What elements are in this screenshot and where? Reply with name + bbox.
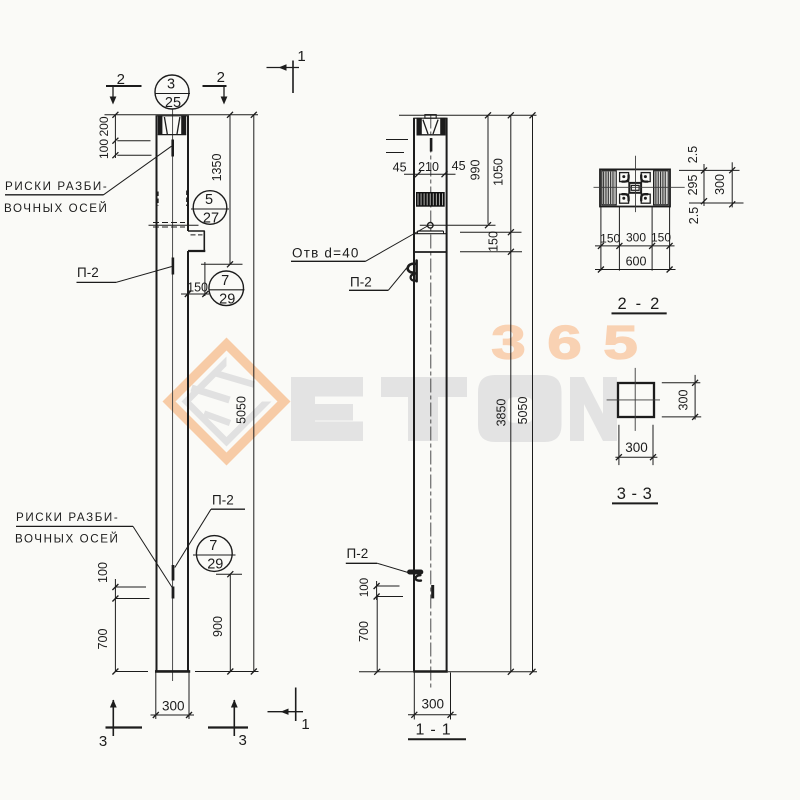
svg-text:5: 5 (205, 192, 213, 208)
svg-text:3: 3 (491, 316, 526, 369)
svg-text:Отв d=40: Отв d=40 (292, 246, 360, 261)
svg-text:300: 300 (422, 697, 445, 712)
svg-text:150: 150 (651, 231, 671, 245)
svg-text:1050: 1050 (492, 158, 506, 186)
svg-text:990: 990 (469, 160, 483, 181)
svg-text:5: 5 (603, 316, 638, 369)
svg-text:100: 100 (96, 562, 110, 583)
svg-text:300: 300 (162, 699, 185, 714)
svg-text:300: 300 (626, 230, 646, 244)
svg-text:3: 3 (239, 732, 247, 749)
svg-text:П-2: П-2 (212, 493, 234, 508)
svg-text:П-2: П-2 (347, 546, 369, 561)
svg-text:5050: 5050 (235, 396, 249, 424)
svg-text:ВОЧНЫХ ОСЕЙ: ВОЧНЫХ ОСЕЙ (4, 202, 109, 215)
svg-text:300: 300 (713, 174, 727, 195)
svg-text:5050: 5050 (516, 397, 530, 425)
svg-text:600: 600 (626, 255, 647, 269)
svg-text:1: 1 (301, 716, 309, 733)
svg-text:РИСКИ РАЗБИ-: РИСКИ РАЗБИ- (5, 180, 108, 193)
svg-text:7: 7 (209, 538, 217, 554)
svg-text:2.5: 2.5 (687, 207, 701, 224)
svg-text:100: 100 (97, 139, 111, 159)
svg-text:2 - 2: 2 - 2 (617, 295, 661, 313)
svg-text:295: 295 (686, 175, 700, 196)
svg-text:210: 210 (418, 160, 439, 174)
svg-text:150: 150 (600, 231, 620, 245)
svg-text:29: 29 (207, 557, 223, 573)
svg-text:27: 27 (203, 211, 219, 227)
svg-text:1350: 1350 (210, 154, 224, 182)
svg-text:РИСКИ РАЗБИ-: РИСКИ РАЗБИ- (16, 511, 119, 524)
svg-text:1 - 1: 1 - 1 (415, 722, 451, 739)
svg-text:2: 2 (217, 69, 225, 86)
svg-text:100: 100 (359, 578, 371, 597)
svg-text:П-2: П-2 (77, 265, 99, 280)
svg-text:300: 300 (677, 390, 691, 411)
svg-text:300: 300 (625, 440, 648, 455)
svg-text:2: 2 (117, 71, 125, 88)
svg-text:3: 3 (99, 733, 107, 750)
svg-text:2.5: 2.5 (686, 146, 700, 163)
svg-text:150: 150 (487, 231, 501, 252)
svg-text:700: 700 (357, 621, 371, 642)
svg-text:П-2: П-2 (350, 275, 372, 290)
svg-text:3 - 3: 3 - 3 (617, 485, 653, 503)
svg-text:45: 45 (393, 161, 407, 175)
svg-text:1: 1 (297, 48, 305, 65)
svg-text:150: 150 (187, 281, 208, 295)
svg-text:ВОЧНЫХ ОСЕЙ: ВОЧНЫХ ОСЕЙ (15, 533, 120, 546)
svg-text:6: 6 (547, 316, 582, 369)
svg-text:3: 3 (167, 77, 175, 93)
svg-text:25: 25 (165, 95, 181, 111)
svg-text:200: 200 (97, 116, 111, 136)
svg-text:7: 7 (221, 273, 229, 289)
svg-text:700: 700 (96, 629, 110, 650)
svg-text:900: 900 (211, 616, 225, 637)
svg-text:29: 29 (219, 291, 235, 307)
svg-text:45: 45 (452, 159, 466, 173)
svg-text:3850: 3850 (495, 399, 509, 427)
